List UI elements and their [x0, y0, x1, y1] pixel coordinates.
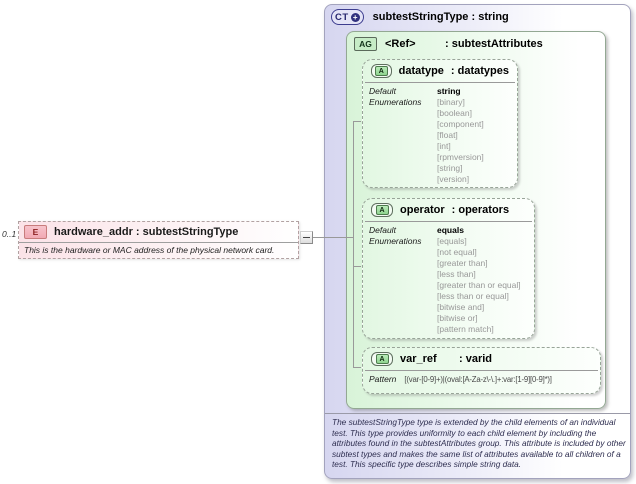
attribute-header: A operator : operators	[365, 199, 532, 222]
enumeration-value: [not equal]	[437, 247, 477, 257]
enumeration-value: [binary]	[437, 97, 465, 107]
cardinality-label: 0..1	[2, 229, 17, 239]
facet-labels: Default Enumerations	[369, 86, 437, 185]
attribute-type: : operators	[451, 204, 510, 216]
enumeration-value: [equals]	[437, 236, 467, 246]
enumeration-value: [greater than]	[437, 258, 488, 268]
default-value: equals	[437, 225, 464, 235]
attribute-badge: A	[371, 64, 392, 78]
connector-stub-datatype	[353, 121, 361, 122]
attribute-badge: A	[371, 203, 393, 217]
attribute-group-header: AG <Ref> : subtestAttributes	[347, 32, 605, 56]
attribute-box-var-ref: A var_ref : varid Pattern [(var-[0-9]+)|…	[362, 347, 601, 394]
attribute-facets: Default Enumerations equals [equals][not…	[363, 222, 534, 338]
annotation-separator	[325, 413, 630, 414]
attribute-facets: Pattern [(var-[0-9]+)|(oval:[A-Za-z\-\.]…	[363, 371, 600, 388]
enumerations-label: Enumerations	[369, 97, 422, 107]
facet-values: string [binary][boolean][component][floa…	[437, 86, 511, 185]
type-annotation: The subtestStringType type is extended b…	[332, 417, 626, 470]
enumeration-value: [float]	[437, 130, 458, 140]
attribute-name: datatype	[398, 65, 444, 77]
enumeration-value: [bitwise and]	[437, 302, 485, 312]
enumeration-value: [pattern match]	[437, 324, 494, 334]
default-label: Default	[369, 86, 396, 96]
facet-values: equals [equals][not equal][greater than]…	[437, 225, 528, 335]
attribute-type: : varid	[459, 353, 493, 365]
attribute-badge: A	[371, 352, 393, 366]
attribute-type: : datatypes	[450, 65, 509, 77]
attribute-group-type: : subtestAttributes	[445, 38, 543, 50]
element-box-hardware-addr: E hardware_addr : subtestStringType This…	[18, 221, 299, 259]
plus-icon[interactable]: +	[350, 12, 360, 22]
enumeration-value: [less than or equal]	[437, 291, 509, 301]
pattern-value: [(var-[0-9]+)|(oval:[A-Za-z\-\.]+:var:[1…	[404, 375, 552, 384]
enumeration-value: [component]	[437, 119, 484, 129]
default-value: string	[437, 86, 461, 96]
attribute-group-badge: AG	[354, 37, 377, 51]
connector-stub-operator	[353, 266, 361, 267]
attribute-name: operator	[400, 204, 445, 216]
enumeration-value: [rpmversion]	[437, 152, 484, 162]
connector-line-horizontal	[312, 237, 354, 238]
element-description: This is the hardware or MAC address of t…	[24, 245, 275, 255]
attribute-group-ref: <Ref>	[385, 38, 416, 50]
enumeration-value: [int]	[437, 141, 451, 151]
attribute-box-operator: A operator : operators Default Enumerati…	[362, 198, 535, 339]
enumeration-list: [binary][boolean][component][float][int]…	[437, 97, 511, 185]
attribute-header: A datatype : datatypes	[365, 60, 515, 83]
element-title: hardware_addr : subtestStringType	[54, 226, 239, 238]
complex-type-badge: CT +	[331, 9, 364, 25]
enumeration-value: [greater than or equal]	[437, 280, 521, 290]
enumerations-label: Enumerations	[369, 236, 422, 246]
complex-type-badge-label: CT	[335, 11, 349, 23]
complex-type-header: CT + subtestStringType : string	[325, 5, 630, 29]
expand-handle[interactable]	[300, 231, 313, 244]
enumeration-value: [string]	[437, 163, 463, 173]
minus-icon	[303, 237, 310, 238]
facet-labels: Default Enumerations	[369, 225, 437, 335]
default-label: Default	[369, 225, 396, 235]
attribute-group-box: AG <Ref> : subtestAttributes A datatype …	[346, 31, 606, 409]
attribute-box-datatype: A datatype : datatypes Default Enumerati…	[362, 59, 518, 188]
attribute-facets: Default Enumerations string [binary][boo…	[363, 83, 517, 188]
enumeration-list: [equals][not equal][greater than][less t…	[437, 236, 528, 335]
connector-line-vertical	[353, 121, 354, 368]
attribute-header: A var_ref : varid	[365, 348, 598, 371]
enumeration-value: [boolean]	[437, 108, 472, 118]
element-header: E hardware_addr : subtestStringType	[19, 222, 298, 243]
enumeration-value: [version]	[437, 174, 470, 184]
connector-stub-var-ref	[353, 367, 361, 368]
attribute-name: var_ref	[400, 353, 437, 365]
enumeration-value: [bitwise or]	[437, 313, 478, 323]
pattern-label: Pattern	[369, 374, 397, 384]
element-badge: E	[24, 225, 47, 239]
complex-type-box: CT + subtestStringType : string AG <Ref>…	[324, 4, 631, 479]
complex-type-title: subtestStringType : string	[372, 11, 509, 23]
enumeration-value: [less than]	[437, 269, 476, 279]
